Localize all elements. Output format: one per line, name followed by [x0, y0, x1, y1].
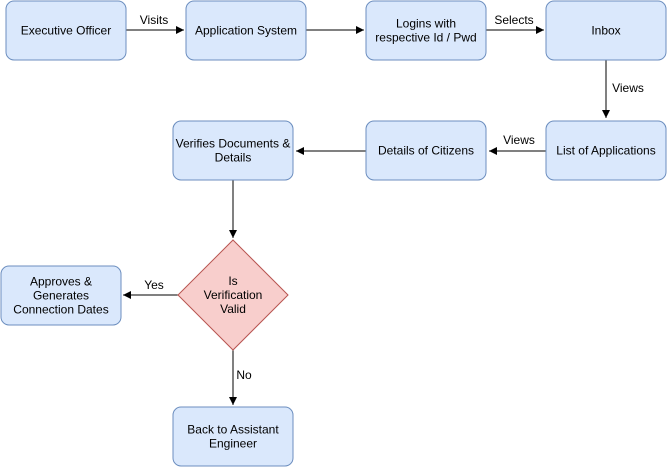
node-label-line: Inbox [591, 24, 620, 38]
node-label-line: Details [215, 151, 252, 165]
edge-label-views-down: Views [612, 81, 644, 95]
node-list-of-applications: List of Applications [545, 120, 667, 181]
node-label-application-system: Application System [195, 24, 297, 38]
node-label-line: Generates [33, 289, 89, 303]
node-label-verifies-documents: Verifies Documents &Details [176, 137, 291, 165]
node-inbox: Inbox [545, 0, 667, 61]
node-label-line: Connection Dates [13, 303, 108, 317]
node-application-system: Application System [185, 0, 307, 61]
node-details-of-citizens: Details of Citizens [365, 120, 487, 181]
node-label-line: List of Applications [556, 144, 655, 158]
edge-label-views-left: Views [503, 133, 535, 147]
node-label-line: Details of Citizens [378, 144, 474, 158]
node-label-line: respective Id / Pwd [375, 31, 476, 45]
node-label-line: Back to Assistant [187, 423, 279, 437]
edge-label-no: No [236, 368, 252, 382]
node-label-executive-officer: Executive Officer [21, 24, 111, 38]
edge-label-visits: Visits [140, 13, 168, 27]
node-label-details-of-citizens: Details of Citizens [378, 144, 474, 158]
node-label-line: Verification [204, 288, 263, 302]
edge-labels: Visits Selects Views Views Yes No [140, 13, 644, 382]
node-label-line: Logins with [396, 17, 456, 31]
node-label-line: Engineer [209, 437, 257, 451]
node-label-line: Executive Officer [21, 24, 111, 38]
node-label-line: Is [228, 274, 237, 288]
node-label-inbox: Inbox [591, 24, 620, 38]
node-executive-officer: Executive Officer [5, 0, 127, 61]
edge-label-selects: Selects [494, 13, 533, 27]
edge-label-yes: Yes [144, 278, 164, 292]
node-label-line: Valid [220, 302, 246, 316]
node-label-line: Approves & [30, 275, 92, 289]
node-verifies-documents: Verifies Documents &Details [172, 120, 294, 181]
edges [123, 26, 610, 405]
node-label-line: Application System [195, 24, 297, 38]
node-label-list-of-applications: List of Applications [556, 144, 655, 158]
node-label-line: Verifies Documents & [176, 137, 291, 151]
